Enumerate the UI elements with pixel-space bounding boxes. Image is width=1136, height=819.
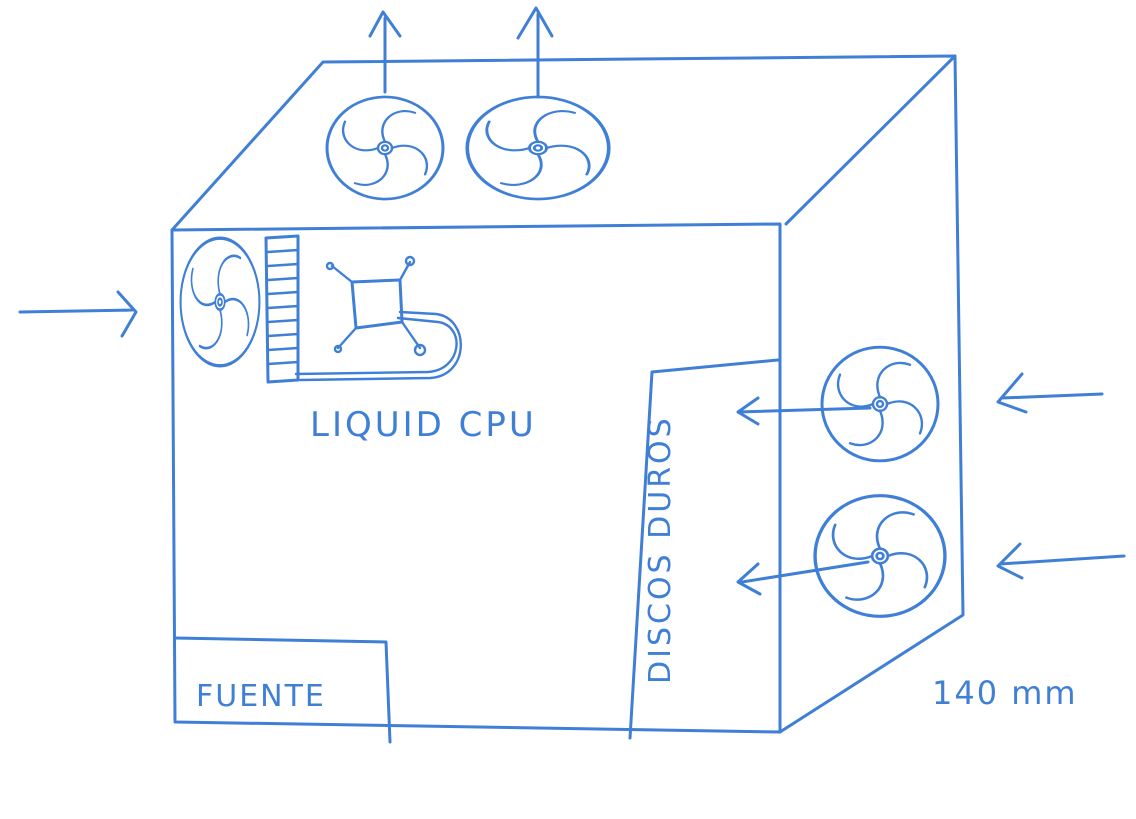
top-exhaust-fan-2 — [467, 8, 609, 199]
arrow-icon — [518, 8, 552, 97]
arrow-icon — [998, 374, 1102, 412]
top-exhaust-fan-1 — [327, 12, 443, 199]
label-fan-size: 140 mm — [932, 674, 1078, 712]
radiator-icon — [266, 236, 298, 382]
arrow-icon — [738, 398, 870, 424]
front-intake-fan — [20, 238, 259, 366]
side-intake-fan-1 — [738, 347, 1102, 461]
case-front-face — [172, 224, 780, 732]
fan-icon — [822, 347, 938, 461]
arrow-icon — [20, 292, 136, 336]
label-liquid-cpu: LIQUID CPU — [310, 405, 537, 445]
arrow-icon — [998, 544, 1124, 578]
arrow-icon — [370, 12, 400, 92]
arrow-icon — [738, 562, 868, 594]
case-right-face — [780, 56, 963, 732]
case-top-face — [172, 56, 955, 230]
case-outline — [172, 56, 963, 732]
fan-icon — [327, 97, 443, 199]
fan-icon — [467, 97, 609, 199]
label-discos-duros: DISCOS DUROS — [643, 415, 678, 684]
fan-icon — [815, 496, 945, 617]
side-intake-fan-2 — [738, 496, 1124, 617]
label-fuente: FUENTE — [196, 679, 326, 714]
fan-icon — [181, 238, 260, 366]
cpu-block-icon — [296, 257, 461, 380]
